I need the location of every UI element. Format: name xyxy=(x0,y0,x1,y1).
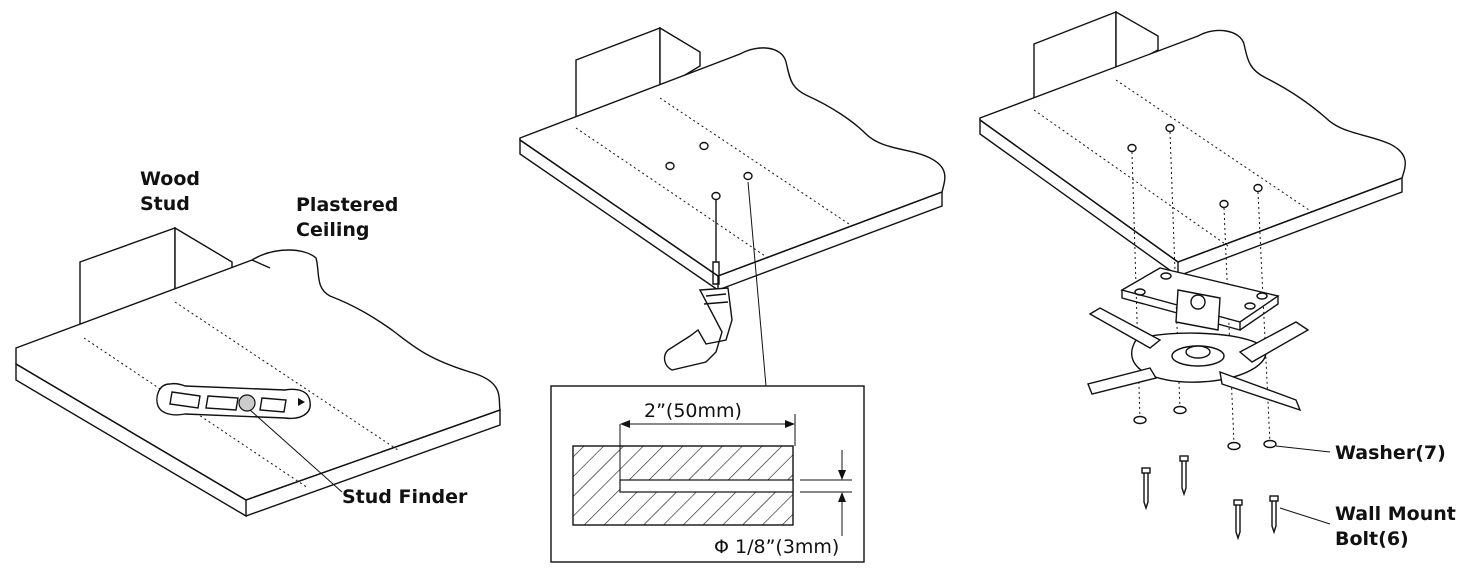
dimension-diameter-label: Φ 1/8”(3mm) xyxy=(714,536,839,558)
label-plastered: Plastered xyxy=(296,194,398,216)
pilot-hole-channel xyxy=(619,479,794,493)
panel-mounting: Washer(7) Wall Mount Bolt(6) xyxy=(979,10,1456,550)
label-washer: Washer(7) xyxy=(1335,442,1446,464)
label-wood: Wood xyxy=(140,168,200,190)
label-wall-mount: Wall Mount xyxy=(1335,503,1456,525)
mount-holes xyxy=(1127,123,1263,209)
dimension-width-label: 2”(50mm) xyxy=(644,400,742,422)
leader-stud-finder xyxy=(249,409,343,493)
stud-line-3b xyxy=(1115,79,1313,213)
stud-finder-tool xyxy=(156,382,311,420)
stud-line-2a xyxy=(575,127,769,259)
detail-box: 2”(50mm) Φ 1/8”(3mm) xyxy=(550,385,865,563)
label-stud: Stud xyxy=(140,193,190,215)
ceiling-plate xyxy=(1120,267,1280,331)
leader-bolt xyxy=(1279,507,1331,525)
wall-mount-bolts xyxy=(1141,455,1279,541)
power-drill xyxy=(663,200,733,371)
panel-drilling: 2”(50mm) Φ 1/8”(3mm) xyxy=(519,26,946,563)
leader-detail xyxy=(747,181,767,387)
ceiling-slab xyxy=(15,249,501,518)
spider-bracket xyxy=(1087,307,1310,412)
stud-line-2b xyxy=(659,97,853,227)
pilot-holes xyxy=(665,141,753,201)
leader-washer xyxy=(1275,445,1331,453)
label-stud-finder: Stud Finder xyxy=(342,486,468,508)
label-ceiling: Ceiling xyxy=(296,219,370,241)
panel-stud-finding: Wood Stud Plastered Ceiling Stud Finder xyxy=(15,168,501,518)
label-bolt: Bolt(6) xyxy=(1335,528,1409,550)
washers xyxy=(1133,405,1277,451)
